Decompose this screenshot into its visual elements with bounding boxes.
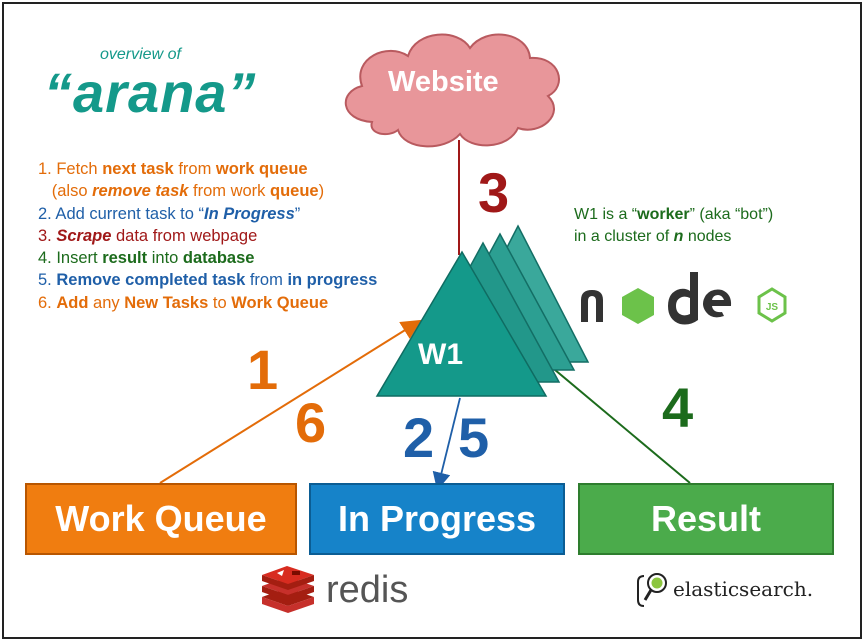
step-text: Add <box>56 293 89 312</box>
step-number-3: 3 <box>478 161 510 224</box>
step-number-1: 1 <box>247 338 279 401</box>
step-text: ) <box>318 182 325 201</box>
step-number-2: 2 <box>403 406 435 469</box>
step-number-6: 6 <box>295 391 327 454</box>
step-text: Remove completed task <box>56 271 246 290</box>
step-text: 6. <box>38 293 57 312</box>
result-box: Result <box>578 483 834 555</box>
website-cloud <box>344 33 560 148</box>
in-progress-label: In Progress <box>337 498 537 539</box>
queue-to-worker-arrow <box>159 319 422 484</box>
step-text: remove task <box>92 182 189 201</box>
step-text: any <box>88 293 125 312</box>
nodejs-logo <box>581 272 787 325</box>
redis-wordmark: redis <box>326 569 409 611</box>
step-text: into <box>147 249 183 268</box>
step-text: New Tasks <box>124 293 209 312</box>
step-item: 4. Insert result into database <box>38 247 377 269</box>
step-text: from work <box>188 182 271 201</box>
step-text: Work Queue <box>231 293 329 312</box>
step-text: 2. Add current task to “ <box>38 204 204 223</box>
step-text: in progress <box>287 271 378 290</box>
elasticsearch-logo <box>637 573 667 607</box>
step-text: Scrape <box>56 226 112 245</box>
step-number-5: 5 <box>458 406 490 469</box>
step-text: work queue <box>215 160 308 178</box>
in-progress-box: In Progress <box>309 483 565 555</box>
overview-label: overview of <box>100 46 181 63</box>
worker-note: W1 is a “worker” (aka “bot”) in a cluste… <box>574 206 774 245</box>
step-text: 5. <box>38 271 57 290</box>
result-label: Result <box>650 498 762 539</box>
elasticsearch-wordmark: elasticsearch. <box>673 577 814 601</box>
step-item: 6. Add any New Tasks to Work Queue <box>38 292 377 314</box>
step-text: to <box>208 293 232 312</box>
nodejs-badge: JS <box>766 302 779 313</box>
step-item: 2. Add current task to “In Progress” <box>38 203 377 225</box>
step-text: 3. <box>38 226 57 245</box>
step-item: (also remove task from work queue) <box>38 180 377 202</box>
worker-label: W1 <box>418 338 463 371</box>
step-text: ” <box>294 204 301 223</box>
step-text: 4. Insert <box>38 249 103 268</box>
step-text: In Progress <box>204 204 295 223</box>
work-queue-box: Work Queue <box>25 483 297 555</box>
redis-logo <box>262 566 314 613</box>
step-text: data from webpage <box>111 226 258 245</box>
step-text: (also <box>38 182 93 201</box>
step-text: 1. Fetch <box>38 160 103 178</box>
worker-triangle <box>375 250 548 397</box>
step-number-4: 4 <box>662 376 694 439</box>
step-text: from <box>173 160 216 178</box>
step-text: queue <box>270 182 319 201</box>
step-text: from <box>245 271 288 290</box>
app-title: “arana” <box>44 61 257 124</box>
step-item: 3. Scrape data from webpage <box>38 225 377 247</box>
step-item: 5. Remove completed task from in progres… <box>38 269 377 291</box>
step-text: next task <box>102 160 174 178</box>
website-label: Website <box>388 66 499 98</box>
worker-to-progress-arrow <box>432 397 461 491</box>
work-queue-label: Work Queue <box>55 498 267 539</box>
step-item: 1. Fetch next task from work queue <box>38 158 377 180</box>
step-text: result <box>102 249 148 268</box>
steps-list: 1. Fetch next task from work queue (also… <box>38 158 377 314</box>
step-text: database <box>182 249 255 268</box>
